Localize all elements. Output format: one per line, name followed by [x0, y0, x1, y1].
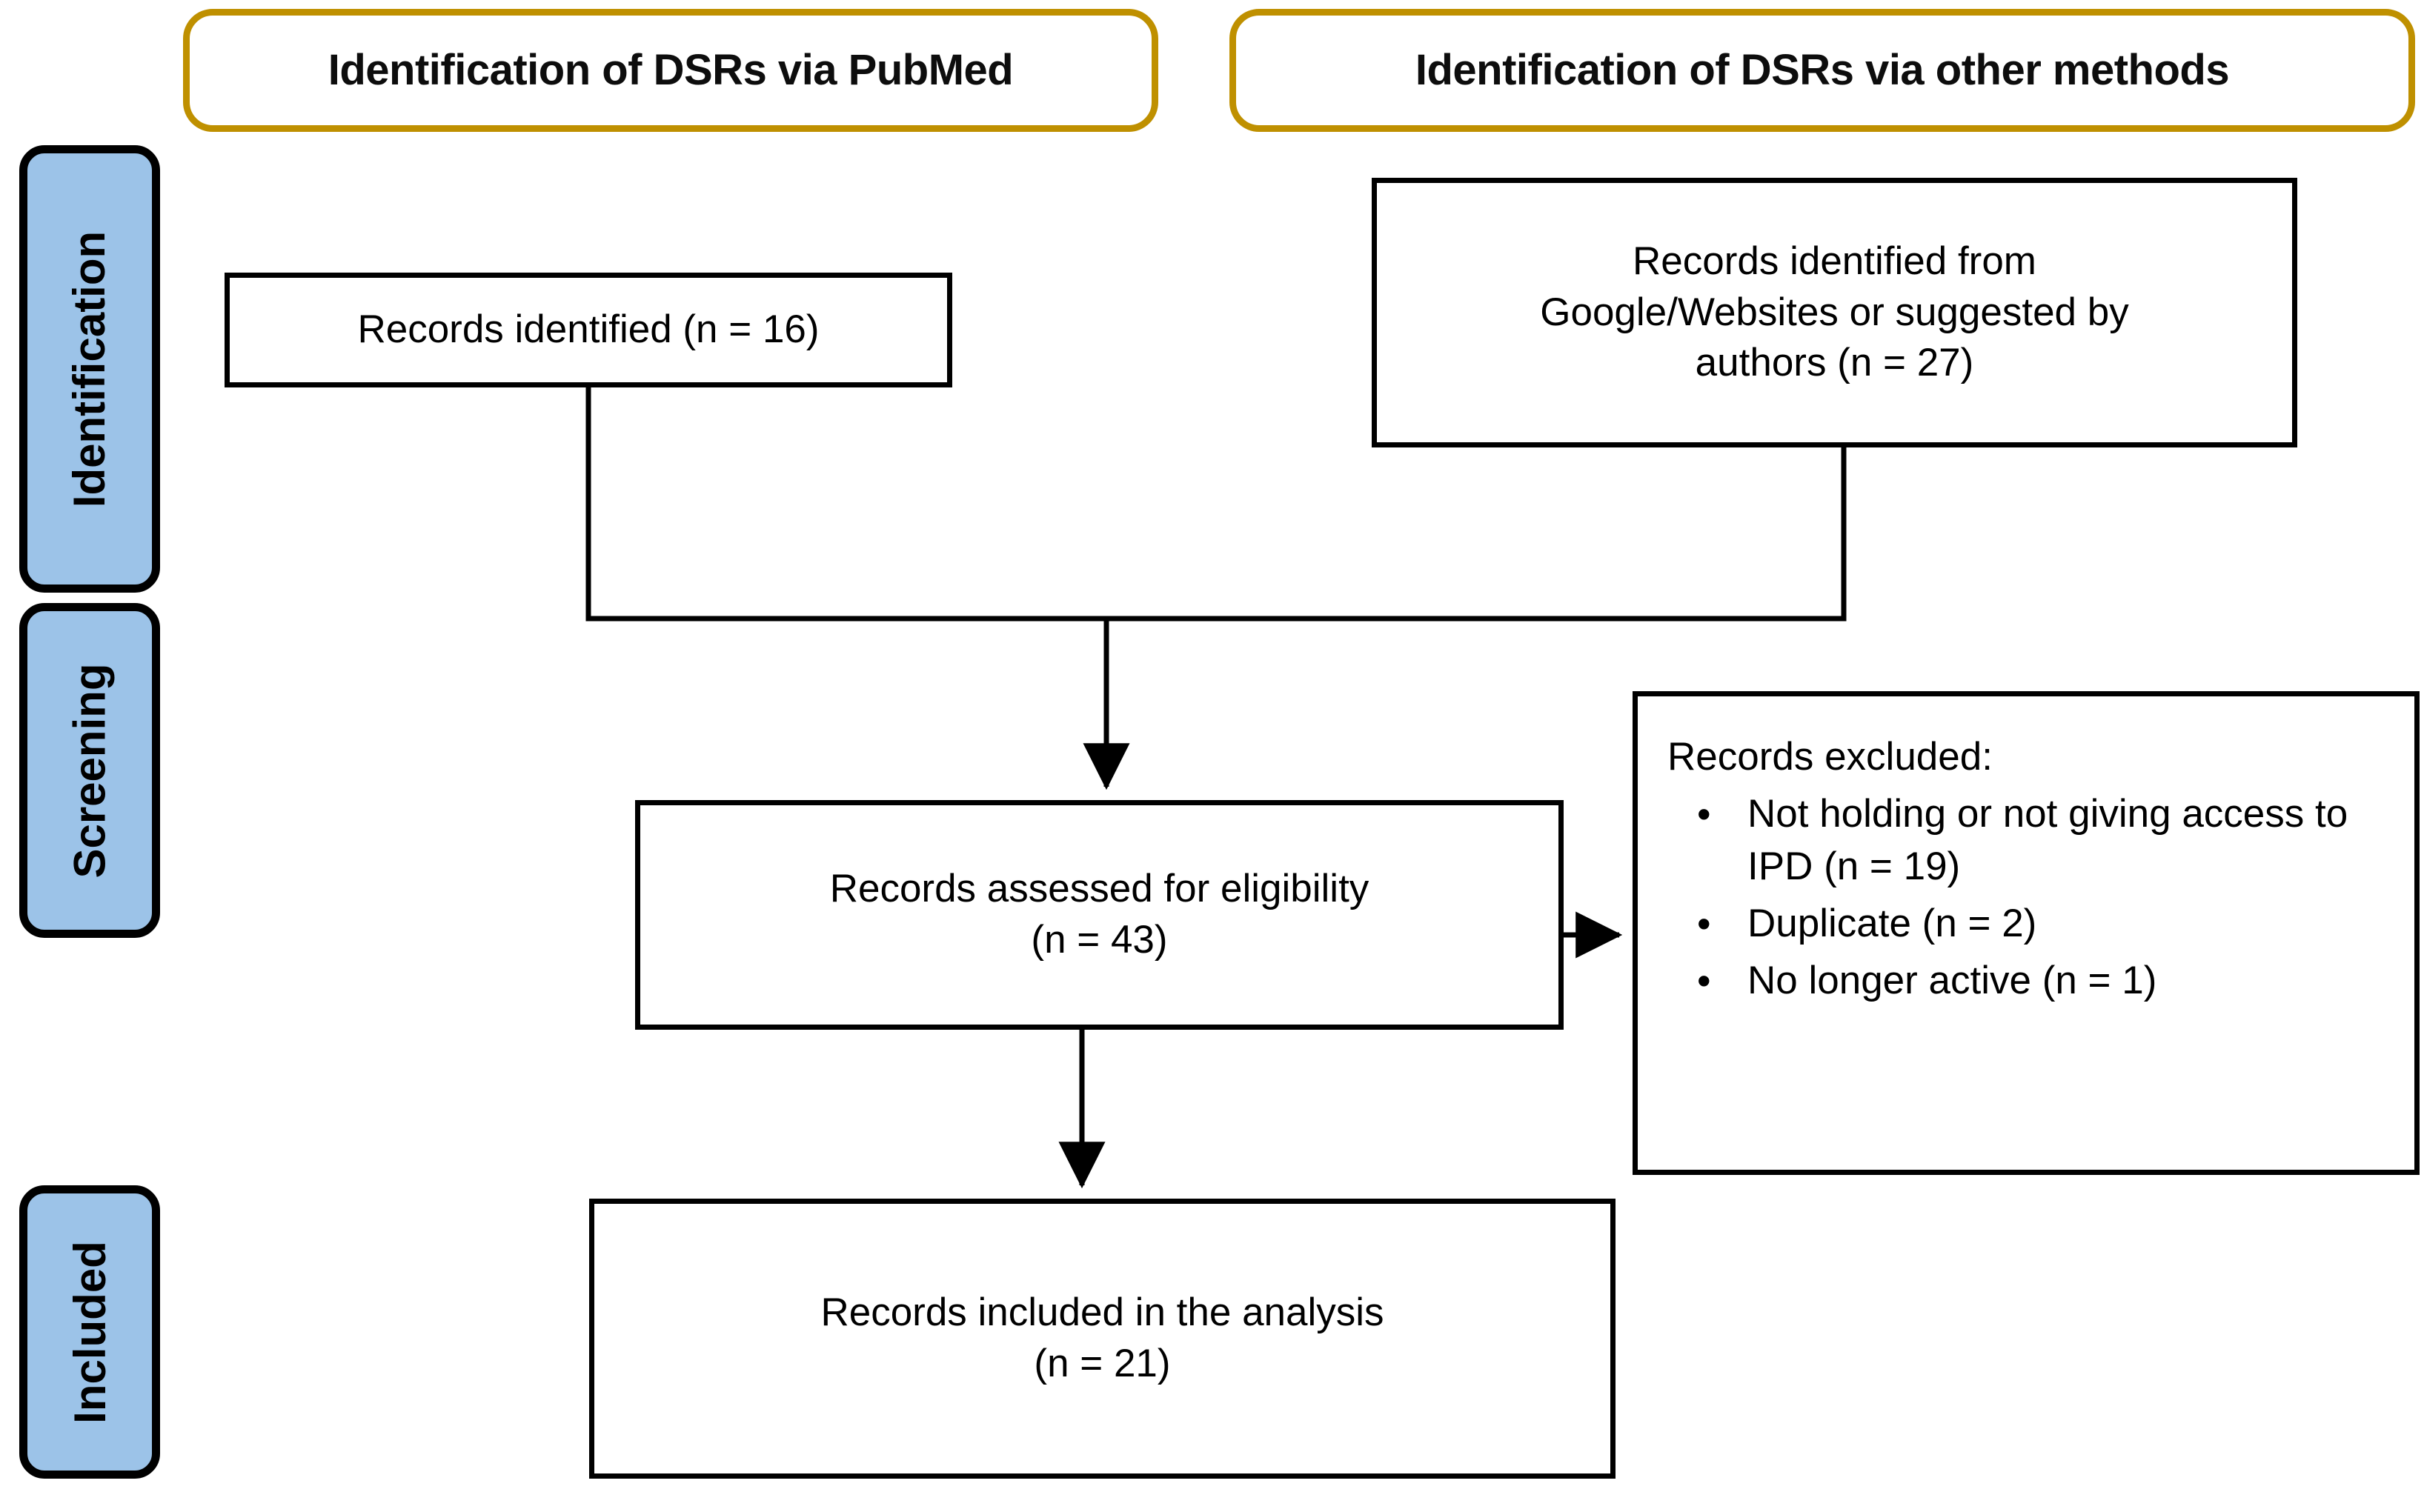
- stage-pill-identification: Identification: [19, 145, 160, 593]
- box-line: Records identified (n = 16): [357, 307, 820, 352]
- box-line: Records identified from: [1633, 239, 2036, 283]
- box-records-identified-pubmed: Records identified (n = 16): [225, 273, 952, 387]
- stage-pill-included: Included: [19, 1185, 160, 1479]
- list-item: • No longer active (n = 1): [1697, 954, 2392, 1007]
- header-pill-pubmed-label: Identification of DSRs via PubMed: [328, 46, 1014, 95]
- header-pill-pubmed: Identification of DSRs via PubMed: [183, 9, 1158, 132]
- header-pill-other-methods-label: Identification of DSRs via other methods: [1415, 46, 2230, 95]
- box-line: authors (n = 27): [1695, 341, 1974, 385]
- bullet-icon: •: [1697, 792, 1711, 836]
- box-records-identified-pubmed-text: Records identified (n = 16): [357, 304, 819, 356]
- box-records-identified-other-text: Records identified from Google/Websites …: [1540, 236, 2128, 390]
- box-line: (n = 21): [1034, 1342, 1171, 1385]
- records-excluded-list: • Not holding or not giving access to IP…: [1667, 787, 2392, 1007]
- stage-pill-screening-label: Screening: [64, 662, 115, 879]
- box-records-identified-other: Records identified from Google/Websites …: [1372, 178, 2297, 447]
- stage-pill-included-label: Included: [64, 1240, 115, 1424]
- bullet-icon: •: [1697, 902, 1711, 946]
- box-records-assessed-text: Records assessed for eligibility (n = 43…: [830, 864, 1369, 966]
- box-records-excluded: Records excluded: • Not holding or not g…: [1633, 691, 2420, 1175]
- edge-other-to-assessed: [1106, 447, 1847, 622]
- box-records-included-text: Records included in the analysis (n = 21…: [820, 1288, 1384, 1390]
- list-item-label: Duplicate (n = 2): [1747, 901, 2037, 945]
- box-line: Records included in the analysis: [820, 1290, 1384, 1335]
- box-records-assessed-for-eligibility: Records assessed for eligibility (n = 43…: [635, 800, 1564, 1030]
- list-item-label: Not holding or not giving access to IPD …: [1747, 791, 2348, 888]
- list-item: • Not holding or not giving access to IP…: [1697, 787, 2392, 893]
- box-records-excluded-inner: Records excluded: • Not holding or not g…: [1667, 732, 2392, 1011]
- box-records-included-in-analysis: Records included in the analysis (n = 21…: [589, 1199, 1616, 1479]
- box-records-excluded-title: Records excluded:: [1667, 735, 1993, 779]
- box-line: (n = 43): [1031, 918, 1168, 962]
- edge-pubmed-to-assessed: [585, 387, 1106, 622]
- bullet-icon: •: [1697, 959, 1711, 1003]
- box-line: Records assessed for eligibility: [829, 867, 1369, 911]
- list-item: • Duplicate (n = 2): [1697, 897, 2392, 950]
- stage-pill-identification-label: Identification: [64, 230, 115, 507]
- box-line: Google/Websites or suggested by: [1540, 290, 2129, 334]
- stage-pill-screening: Screening: [19, 603, 160, 938]
- header-pill-other-methods: Identification of DSRs via other methods: [1229, 9, 2415, 132]
- list-item-label: No longer active (n = 1): [1747, 958, 2157, 1002]
